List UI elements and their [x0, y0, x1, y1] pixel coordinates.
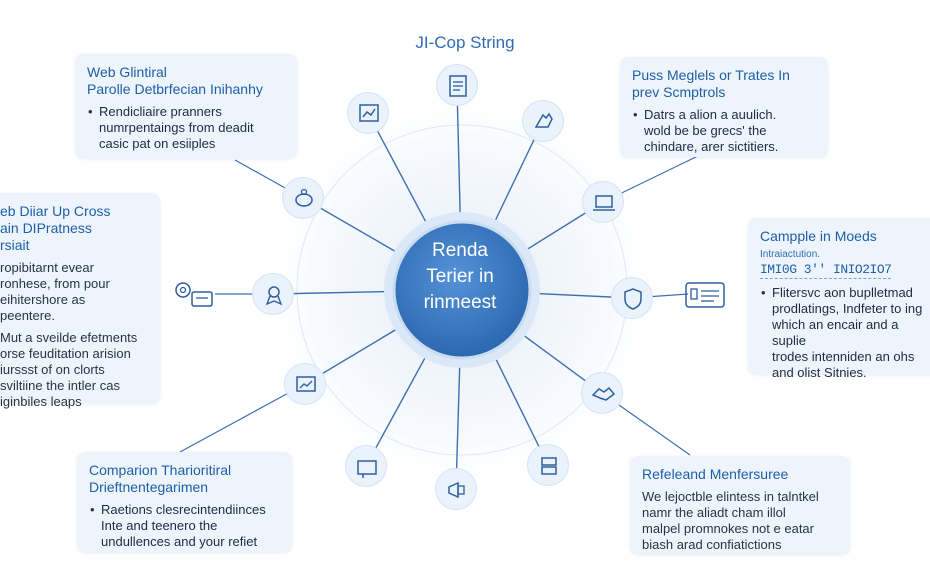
hub-label: Renda Terier in rinmeest: [390, 238, 530, 316]
card-bottom-left-heading-1: Comparion Tharioritiral: [89, 462, 232, 478]
card-right-bullet: Flitersvc aon buplletmad: [761, 285, 928, 301]
card-bottom-right: Refeleand Menfersuree We lejoctble elint…: [630, 456, 850, 554]
folder-icon[interactable]: [345, 445, 387, 487]
card-bottom-right-line: We lejoctble elintess in talntkel: [642, 489, 819, 504]
card-right-line: prodlatings, Indfeter to ing: [772, 301, 923, 316]
card-left-text: ronhese, from pour: [0, 276, 110, 291]
card-bottom-left: Comparion Tharioritiral Drieftnentegarim…: [77, 452, 292, 552]
document-icon[interactable]: [436, 64, 478, 106]
card-right-line: trodes intenniden an ohs: [772, 349, 915, 364]
shield-icon[interactable]: [611, 277, 653, 319]
card-bottom-left-line: undullences and your refiet: [101, 534, 258, 549]
card-bottom-right-line: namr the aliadt cham illol: [642, 505, 786, 520]
card-right-small-label: Intraiactution.: [760, 249, 821, 260]
card-right-line: which an encair and a suplie: [772, 317, 899, 348]
card-bottom-left-line: Inte and teenero the: [101, 518, 218, 533]
laptop-icon[interactable]: [582, 181, 624, 223]
card-left: eb Diiar Up Cross ain DIPratness rsiait …: [0, 193, 160, 409]
hub-line-2: Terier in: [426, 266, 494, 287]
card-top-left-line: Rendicliaire pranners: [88, 104, 285, 120]
handshake-icon[interactable]: [581, 372, 623, 414]
hub-line-1: Renda: [432, 240, 488, 261]
card-left-text: eihitershore as: [0, 292, 86, 307]
card-bottom-right-heading-1: Refeleand Menfersuree: [642, 466, 789, 482]
card-right: Campple in Moeds Intraiactution. IMI0G 3…: [748, 218, 930, 380]
server-icon[interactable]: [527, 444, 569, 486]
hub-circle: [392, 220, 532, 360]
card-bottom-right-line: malpel promnokes not e eatar: [642, 521, 814, 536]
megaphone-icon[interactable]: [435, 468, 477, 510]
card-right-code: IMI0G 3'' INIO2IO7: [760, 262, 892, 279]
piggy-bank-icon[interactable]: [282, 177, 324, 219]
card-left-text: orse feuditation arision: [0, 346, 131, 361]
card-left-heading-2: ain DIPratness: [0, 220, 92, 236]
card-top-left: Web Glintiral Parolle Detbrfecian Inihan…: [75, 54, 297, 158]
card-top-left-line: numrpentaings from deadit: [99, 120, 254, 135]
id-card-icon: [684, 280, 728, 310]
card-top-left-heading-1: Web Glintiral: [87, 64, 167, 80]
card-bottom-left-heading-2: Drieftnentegarimen: [89, 479, 209, 495]
card-top-right-line: chindare, arer sictitiers.: [644, 139, 779, 154]
card-right-line: and olist Sitnies.: [772, 365, 867, 380]
card-left-heading-1: eb Diiar Up Cross: [0, 203, 111, 219]
card-left-text: sviltiine the intler cas: [0, 378, 120, 393]
presentation-icon[interactable]: [284, 363, 326, 405]
hand-wave-icon[interactable]: [522, 100, 564, 142]
card-top-right: Puss Meglels or Trates In prev Scmptrols…: [620, 57, 828, 157]
gears-icon: [170, 272, 216, 314]
card-left-text: iurssst of on clorts: [0, 362, 105, 377]
card-top-right-bullet: Datrs a alion a auulich.: [633, 107, 816, 123]
card-top-right-heading-1: Puss Meglels or Trates In: [632, 67, 790, 83]
card-top-left-line: casic pat on esiiples: [99, 136, 216, 151]
chart-board-icon[interactable]: [347, 92, 389, 134]
award-badge-icon[interactable]: [252, 273, 294, 315]
card-left-heading-3: rsiait: [0, 237, 30, 253]
hub-line-3: rinmeest: [423, 292, 497, 313]
diagram-title: JI-Cop String: [415, 33, 515, 52]
card-top-right-line: wold be be grecs' the: [644, 123, 767, 138]
card-bottom-left-bullet: Raetions clesrecintendiinces: [90, 502, 280, 518]
card-top-right-heading-2: prev Scmptrols: [632, 84, 726, 100]
card-right-heading-1: Campple in Moeds: [760, 228, 877, 244]
card-left-text: Mut a sveilde efetments: [0, 330, 138, 345]
card-bottom-right-line: biash arad confiatictions: [642, 537, 782, 552]
card-left-text: ropibitarnt evear: [0, 260, 94, 275]
card-left-text: peentere.: [0, 308, 55, 323]
card-top-left-heading-2: Parolle Detbrfecian Inihanhy: [87, 81, 263, 97]
card-left-text: iginbiles leaps: [0, 394, 82, 409]
